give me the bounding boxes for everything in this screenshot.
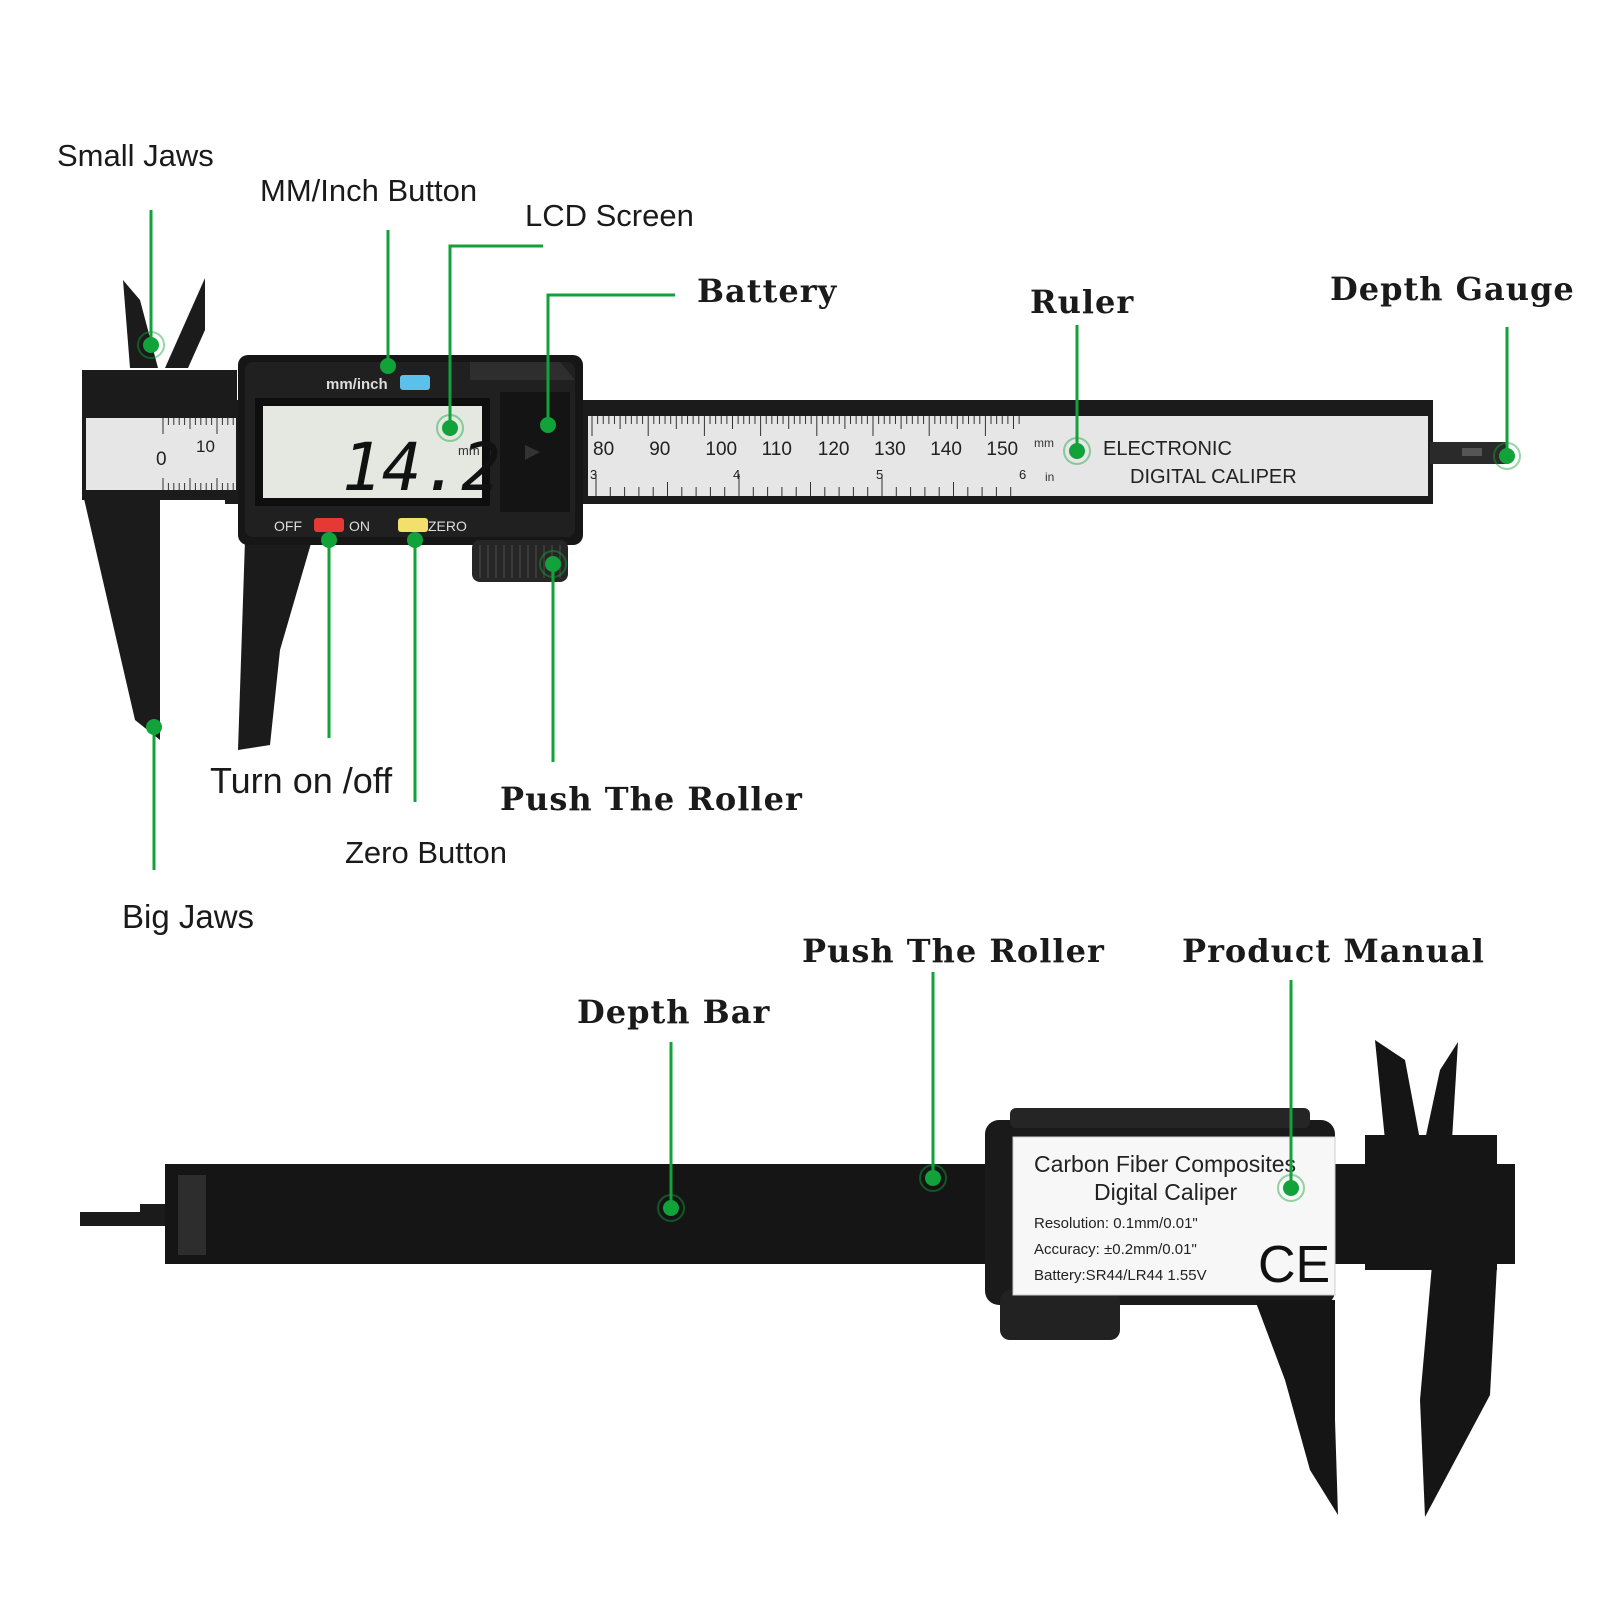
ce-mark: CE — [1258, 1236, 1330, 1294]
dot-lcd — [442, 420, 458, 436]
lcd-unit: mm — [458, 443, 480, 458]
bottom-small-jaw-fixed — [1375, 1040, 1420, 1140]
brand-line-1: ELECTRONIC — [1103, 438, 1232, 460]
scale-left — [86, 418, 236, 490]
label-ruler: Ruler — [1030, 283, 1135, 321]
label-accuracy: Accuracy: ±0.2mm/0.01" — [1034, 1241, 1197, 1258]
label-big-jaws: Big Jaws — [122, 898, 255, 935]
scale-label-mm: 140 — [930, 439, 962, 460]
label-resolution: Resolution: 0.1mm/0.01" — [1034, 1215, 1198, 1232]
scale-label-mm: 130 — [874, 439, 906, 460]
scale-unit-in: in — [1045, 470, 1054, 484]
dot-small-jaws — [143, 337, 159, 353]
mm-inch-label: mm/inch — [326, 376, 388, 393]
label-zero-button: Zero Button — [345, 835, 507, 870]
scale-unit-mm: mm — [1034, 436, 1054, 450]
caliper-top: mm/inch 14.2 mm OFF ON ZERO 0 10 80 90 100… — [82, 278, 1508, 750]
scale-label-0: 0 — [156, 449, 167, 470]
off-label: OFF — [274, 518, 302, 534]
label-battery: Battery:SR44/LR44 1.55V — [1034, 1267, 1207, 1284]
bottom-big-jaw-fixed — [1420, 1265, 1497, 1517]
lcd-value: 14.2 — [342, 429, 501, 506]
scale-label-mm: 120 — [818, 439, 850, 460]
big-jaw-fixed — [82, 490, 160, 740]
dot-depth-gauge — [1499, 448, 1515, 464]
caliper-bottom: Carbon Fiber Composites Digital Caliper … — [80, 1040, 1515, 1517]
dot-big-jaws — [146, 719, 162, 735]
on-label: ON — [349, 518, 370, 534]
product-label — [1012, 1136, 1336, 1296]
dot-battery — [540, 417, 556, 433]
label-push-roller-top: Push The Roller — [500, 780, 803, 818]
dot-depth-bar — [663, 1200, 679, 1216]
label-battery: Battery — [697, 272, 838, 310]
small-jaw-fixed — [123, 280, 158, 368]
zero-button[interactable] — [398, 518, 428, 532]
label-depth-bar: Depth Bar — [577, 993, 771, 1031]
callout-dots — [137, 331, 1521, 1222]
scale-label-mm: 150 — [986, 439, 1018, 460]
scale-label-mm: 90 — [649, 439, 670, 460]
label-mm-inch-button: MM/Inch Button — [260, 173, 478, 208]
scale-label-10: 10 — [196, 437, 215, 456]
label-lcd-screen: LCD Screen — [525, 198, 694, 233]
lcd-screen — [263, 406, 482, 498]
scale-right — [588, 416, 1428, 496]
scale-label-inch: 6 — [1019, 467, 1026, 482]
label-product-manual: Product Manual — [1182, 932, 1485, 970]
dot-push-roller-top — [545, 556, 561, 572]
brand-line-2: DIGITAL CALIPER — [1130, 466, 1297, 488]
label-turn-on-off: Turn on /off — [210, 760, 393, 801]
scale-label-mm: 100 — [705, 439, 737, 460]
small-jaw-slider — [165, 278, 205, 368]
bottom-small-jaw-slider — [1425, 1042, 1458, 1140]
zero-label: ZERO — [428, 518, 467, 534]
bottom-fixed-jaw-block — [1365, 1135, 1497, 1270]
dot-mm-inch — [380, 358, 396, 374]
scale-label-inch: 3 — [590, 467, 597, 482]
dot-ruler — [1069, 443, 1085, 459]
roller-top — [470, 362, 575, 380]
label-title-2: Digital Caliper — [1094, 1179, 1238, 1205]
label-small-jaws: Small Jaws — [57, 138, 214, 173]
label-title-1: Carbon Fiber Composites — [1034, 1151, 1296, 1177]
dot-zero — [407, 532, 423, 548]
on-off-button[interactable] — [314, 518, 344, 532]
dot-product-manual — [1283, 1180, 1299, 1196]
scale-label-inch: 4 — [733, 467, 740, 482]
dot-turn-on-off — [321, 532, 337, 548]
label-push-roller-bottom: Push The Roller — [802, 932, 1105, 970]
scale-label-mm: 110 — [762, 439, 792, 460]
label-depth-gauge: Depth Gauge — [1330, 270, 1575, 308]
scale-label-inch: 5 — [876, 467, 883, 482]
dot-push-roller-bottom — [925, 1170, 941, 1186]
bottom-big-jaw-slider — [1255, 1300, 1338, 1515]
scale-label-mm: 80 — [593, 439, 614, 460]
mm-inch-button[interactable] — [400, 375, 430, 390]
big-jaw-slider — [238, 540, 312, 750]
callout-lines — [149, 210, 1509, 1208]
